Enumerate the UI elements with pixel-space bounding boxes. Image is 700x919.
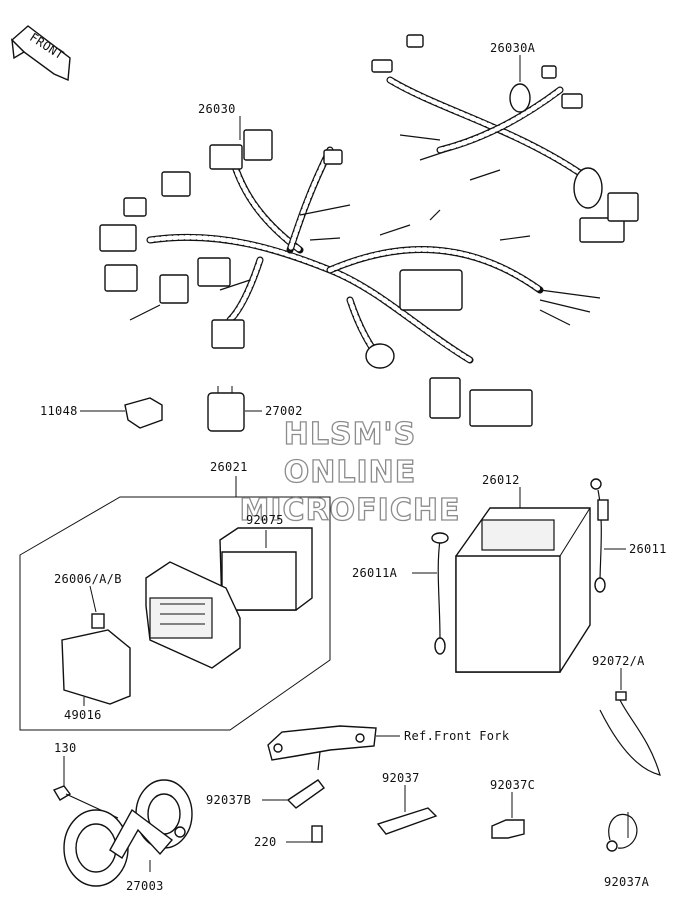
main-wire-harness bbox=[99, 34, 639, 427]
label-clamp-a: 92037A bbox=[604, 875, 650, 889]
clamp-part bbox=[376, 785, 438, 835]
label-cushion: 92075 bbox=[246, 513, 284, 527]
label-horn: 27003 bbox=[126, 879, 164, 893]
bolt-part bbox=[52, 756, 119, 819]
label-cover: 49016 bbox=[64, 708, 102, 722]
label-ecu-assembly: 26021 bbox=[210, 460, 248, 474]
harness-clip-part bbox=[80, 397, 163, 429]
horn-part bbox=[63, 779, 193, 887]
label-bolt: 130 bbox=[54, 741, 77, 755]
label-clip: 11048 bbox=[40, 404, 78, 418]
battery-part bbox=[455, 487, 591, 673]
watermark: HLSM'S ONLINE MICROFICHE bbox=[239, 416, 461, 528]
bracket-b-part bbox=[262, 779, 325, 809]
front-arrow-icon: FRONT bbox=[10, 25, 71, 82]
front-fork-bracket-part bbox=[267, 725, 400, 771]
watermark-line-3: MICROFICHE bbox=[240, 493, 461, 528]
screw-part bbox=[286, 825, 323, 843]
label-clamp: 92037 bbox=[382, 771, 420, 785]
battery-cable-negative bbox=[412, 532, 449, 655]
clamp-a-part bbox=[606, 812, 638, 852]
relay-part bbox=[207, 386, 262, 432]
label-battery-cable-negative: 26011A bbox=[352, 566, 398, 580]
battery-cable-positive bbox=[590, 478, 626, 593]
watermark-line-1: HLSM'S bbox=[284, 417, 416, 452]
label-clamp-c: 92037C bbox=[490, 778, 535, 792]
label-screw: 220 bbox=[254, 835, 277, 849]
label-battery: 26012 bbox=[482, 473, 520, 487]
label-band: 92072/A bbox=[592, 654, 645, 668]
label-bracket-b: 92037B bbox=[206, 793, 251, 807]
band-part bbox=[599, 668, 661, 776]
label-relay: 27002 bbox=[265, 404, 303, 418]
label-harness-main: 26030 bbox=[198, 102, 236, 116]
ecu-assembly-group bbox=[19, 476, 331, 731]
label-fuse: 26006/A/B bbox=[54, 572, 122, 586]
label-harness-sub: 26030A bbox=[490, 41, 536, 55]
label-battery-cable-positive: 26011 bbox=[629, 542, 667, 556]
clamp-c-part bbox=[491, 792, 525, 839]
label-front-fork-ref: Ref.Front Fork bbox=[404, 729, 510, 743]
watermark-line-2: ONLINE bbox=[284, 455, 417, 490]
